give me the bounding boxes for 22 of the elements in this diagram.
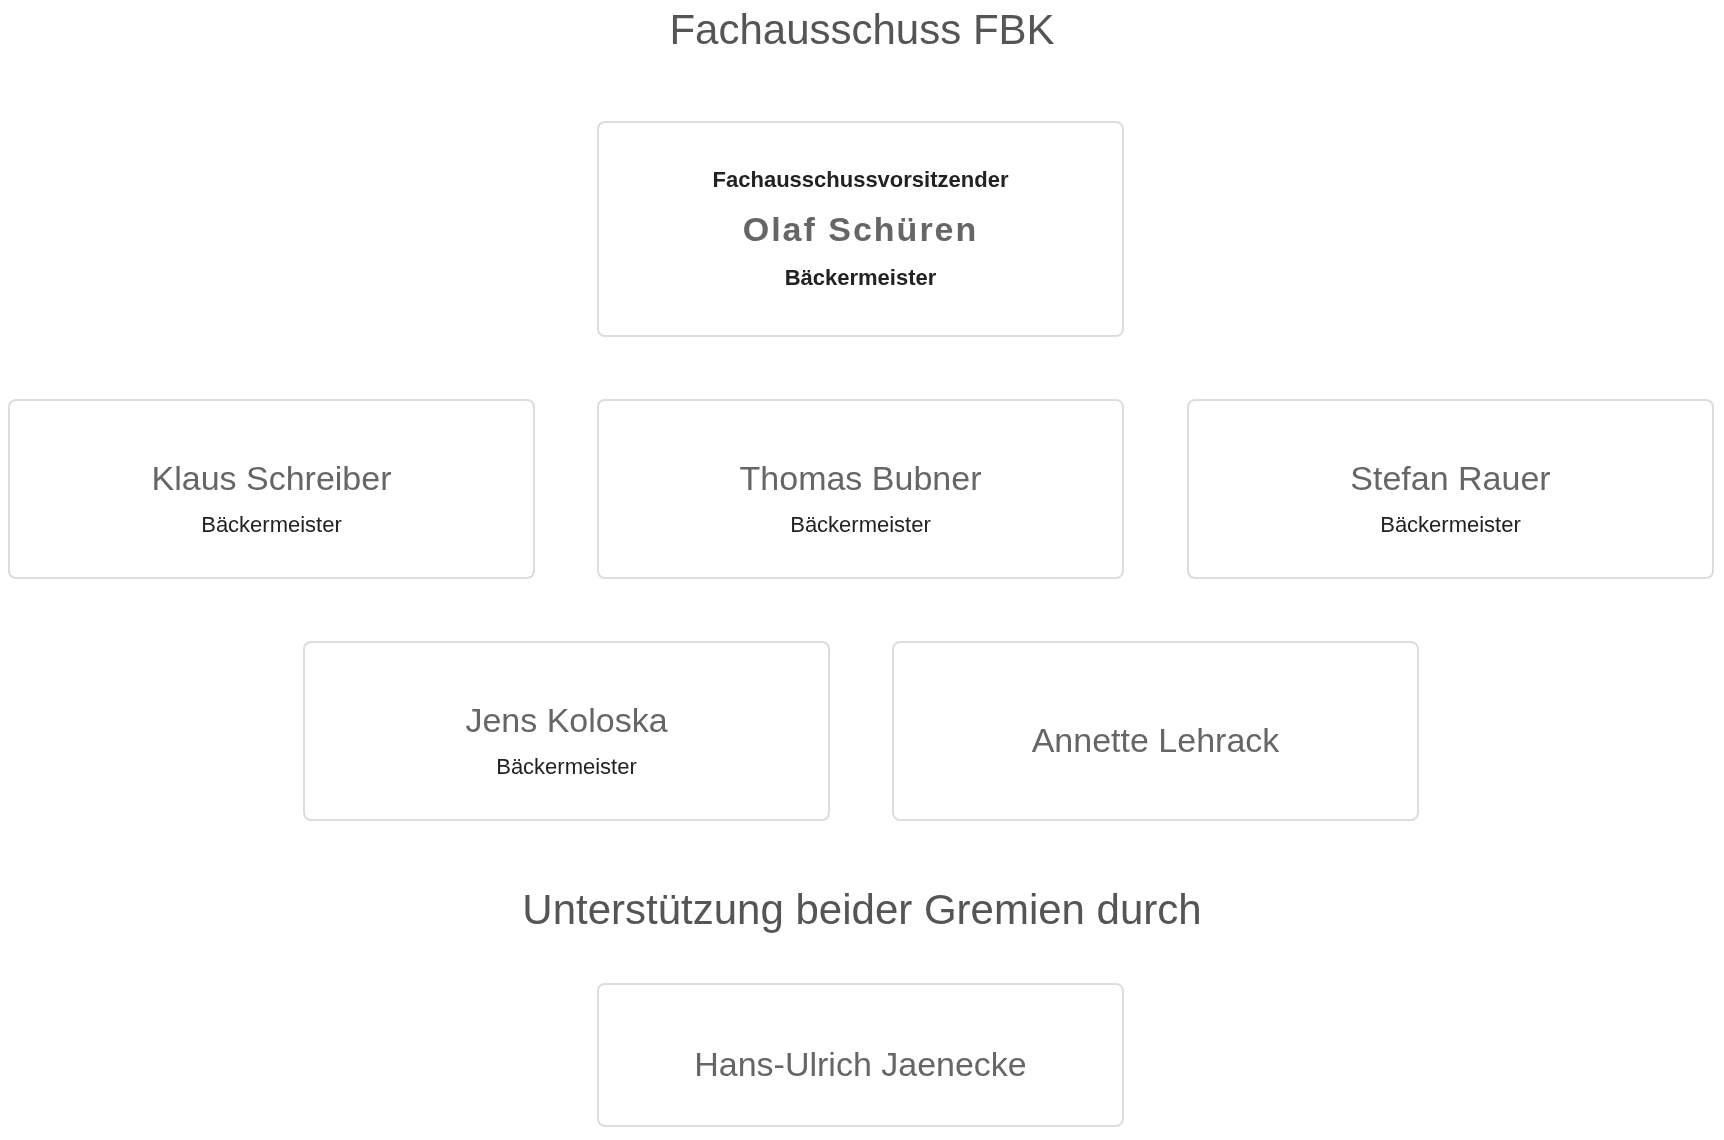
person-name: Stefan Rauer: [1350, 458, 1551, 498]
person-card: [597, 399, 1124, 579]
job-title: Bäckermeister: [784, 265, 937, 291]
person-name: Thomas Bubner: [739, 458, 982, 498]
role-title: Fachausschussvorsitzender: [712, 167, 1009, 193]
person-name: Jens Koloska: [465, 700, 668, 740]
section-heading: Unterstützung beider Gremien durch: [522, 886, 1202, 935]
job-title: Bäckermeister: [201, 512, 342, 538]
person-card: [1187, 399, 1714, 579]
job-title: Bäckermeister: [790, 512, 931, 538]
person-card: [892, 641, 1419, 821]
person-name: Annette Lehrack: [1031, 720, 1280, 760]
person-card: [597, 121, 1124, 337]
person-name: Olaf Schüren: [742, 209, 979, 249]
person-card: [597, 983, 1124, 1127]
person-name: Klaus Schreiber: [151, 458, 392, 498]
person-name: Hans-Ulrich Jaenecke: [694, 1044, 1027, 1084]
person-card: [303, 641, 830, 821]
job-title: Bäckermeister: [1380, 512, 1521, 538]
page-title: Fachausschuss FBK: [669, 6, 1055, 55]
person-card: [8, 399, 535, 579]
job-title: Bäckermeister: [496, 754, 637, 780]
